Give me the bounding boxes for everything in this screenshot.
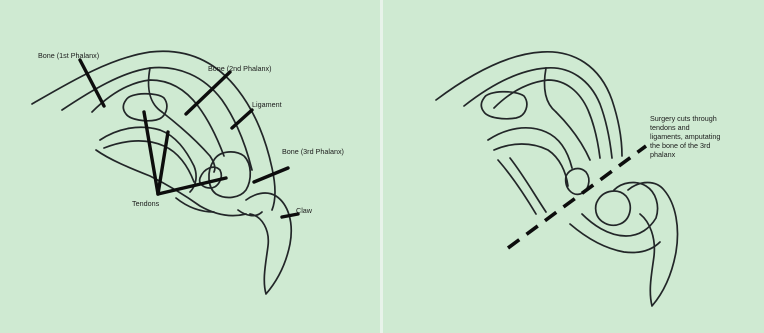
label-tendons: Tendons (132, 199, 160, 208)
right-paper-sheet (383, 0, 764, 333)
label-bone-1st-phalanx: Bone (1st Phalanx) (38, 51, 99, 60)
annotation-line-1: Surgery cuts through (650, 114, 717, 123)
left-paper-sheet (0, 0, 380, 333)
annotation-line-4: the bone of the 3rd (650, 141, 710, 150)
label-bone-2nd-phalanx: Bone (2nd Phalanx) (208, 64, 272, 73)
label-ligament: Ligament (252, 100, 282, 109)
label-bone-3rd-phalanx: Bone (3rd Phalanx) (282, 147, 344, 156)
annotation-line-5: phalanx (650, 150, 676, 159)
label-claw: Claw (296, 206, 313, 215)
annotation-line-3: ligaments, amputating (650, 132, 720, 141)
annotation-line-2: tendons and (650, 123, 690, 132)
